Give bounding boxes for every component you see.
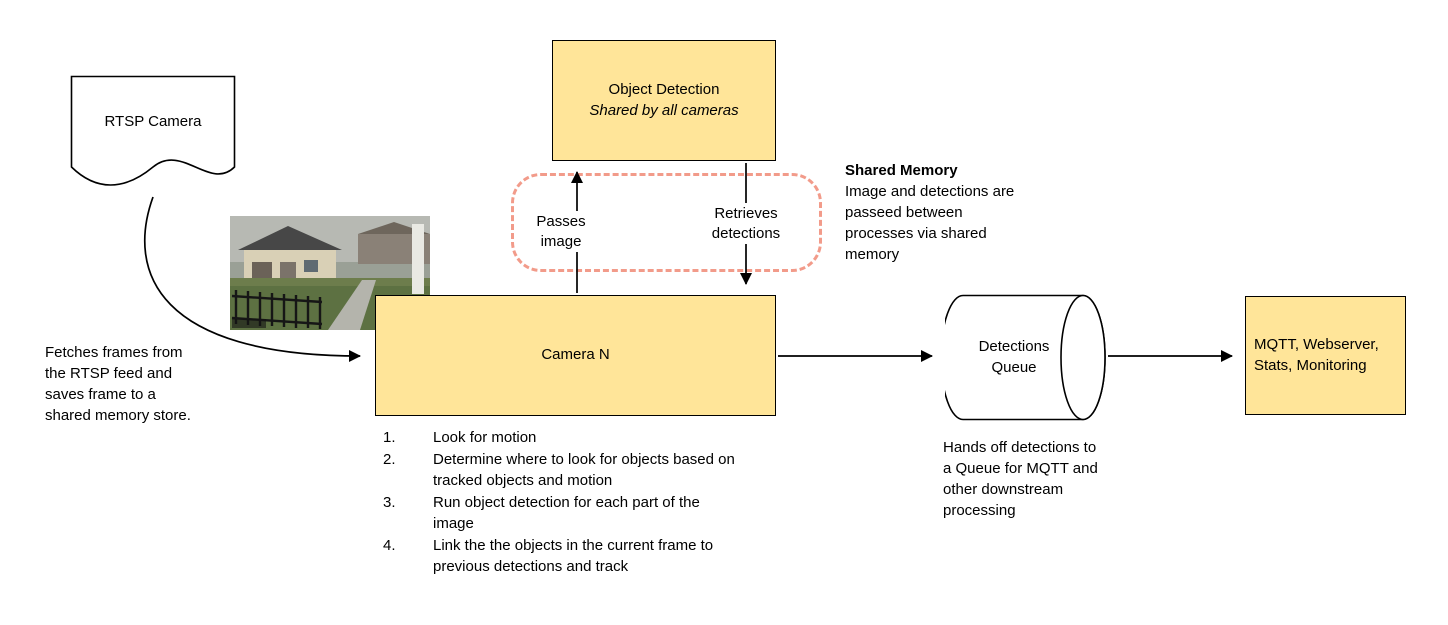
camera-n-node: Camera N: [375, 295, 776, 416]
camera-step: 3. Run object detection for each part of…: [383, 492, 738, 534]
step-text: Determine where to look for objects base…: [433, 451, 735, 489]
step-text: Look for motion: [433, 429, 537, 446]
shared-memory-body: Image and detections are passeed between…: [845, 183, 1015, 263]
outputs-node: MQTT, Webserver, Stats, Monitoring: [1245, 296, 1406, 415]
camera-n-label: Camera N: [541, 346, 610, 364]
rtsp-camera-shape: [70, 75, 236, 186]
queue-note: Hands off detections to a Queue for MQTT…: [943, 439, 1098, 519]
outputs-label: MQTT, Webserver, Stats, Monitoring: [1254, 336, 1379, 374]
camera-step: 2. Determine where to look for objects b…: [383, 449, 738, 491]
shared-memory-note: Shared Memory Image and detections are p…: [845, 160, 1035, 265]
retrieves-detections-label: Retrieves detections: [703, 203, 789, 244]
step-text: Link the the objects in the current fram…: [433, 537, 714, 575]
step-number: 1.: [383, 429, 396, 446]
step-number: 4.: [383, 537, 396, 554]
object-detection-title: Object Detection: [608, 81, 720, 99]
object-detection-node: Object Detection Shared by all cameras: [552, 40, 776, 161]
step-number: 3.: [383, 494, 396, 511]
detections-queue-label: Detections Queue: [945, 294, 1083, 421]
detections-queue-label-text: Detections Queue: [978, 338, 1050, 376]
passes-image-label: Passes image: [529, 211, 593, 252]
step-number: 2.: [383, 451, 396, 468]
camera-step: 1. Look for motion: [383, 427, 738, 448]
fetch-frames-note: Fetches frames from the RTSP feed and sa…: [45, 344, 191, 424]
camera-steps-list: 1. Look for motion 2. Determine where to…: [383, 427, 738, 578]
shared-memory-title: Shared Memory: [845, 162, 958, 179]
camera-step: 4. Link the the objects in the current f…: [383, 535, 738, 577]
rtsp-camera-label-text: RTSP Camera: [104, 112, 202, 130]
detections-queue-shape: [945, 294, 1106, 421]
object-detection-subtitle: Shared by all cameras: [589, 101, 739, 119]
step-text: Run object detection for each part of th…: [433, 494, 700, 532]
rtsp-camera-label: RTSP Camera: [70, 75, 236, 167]
shared-memory-region: [511, 173, 822, 272]
